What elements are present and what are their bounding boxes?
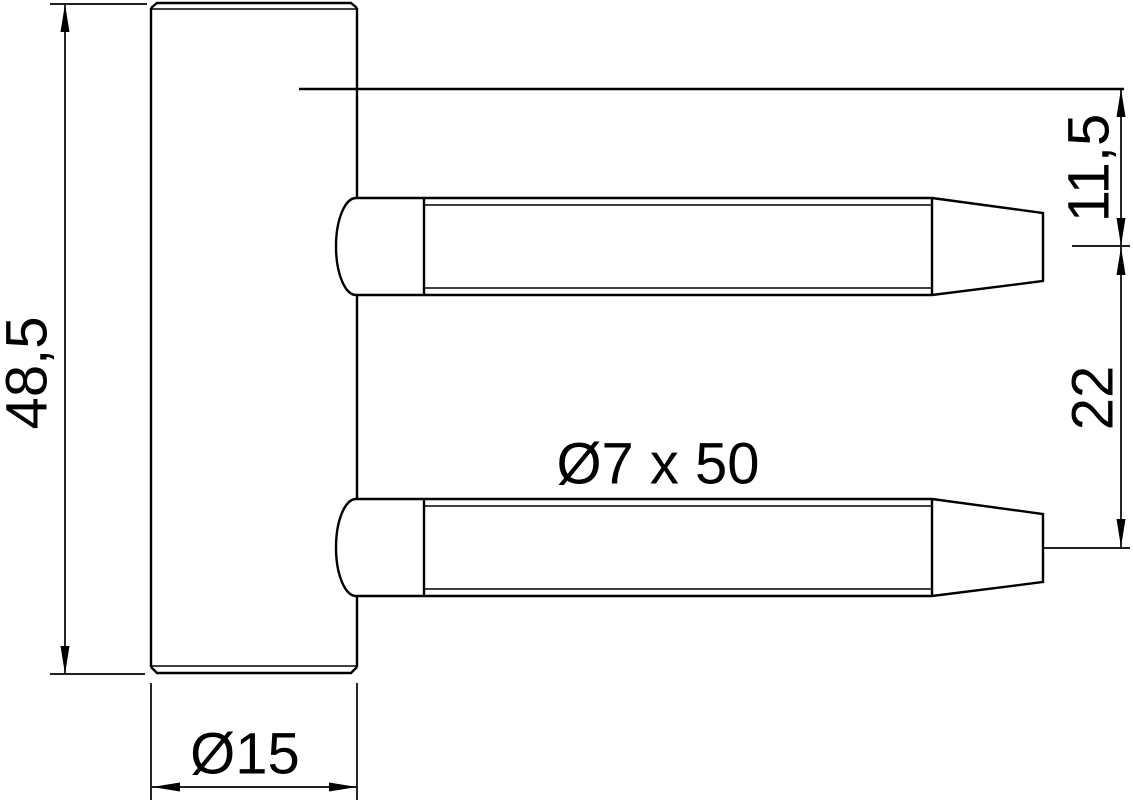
- arrowhead-down-icon: [1116, 519, 1126, 547]
- dim-body-diameter-label: Ø15: [190, 722, 300, 787]
- arrowhead-up-icon: [60, 4, 70, 32]
- arrowhead-down-icon: [1116, 218, 1126, 246]
- dimension-top-offset: 11,5: [1057, 89, 1130, 247]
- dim-top-offset-label: 11,5: [1057, 114, 1122, 223]
- pin-lower-thread-inner-lines: [424, 505, 932, 590]
- pin-upper-dome-cap: [334, 196, 357, 297]
- pin-lower-dome-cap: [334, 497, 357, 598]
- arrowhead-down-icon: [60, 646, 70, 674]
- pin-upper-thread-inner-lines: [424, 204, 932, 289]
- arrowhead-up-icon: [1116, 89, 1126, 117]
- pin-lower-taper-tip: [931, 497, 1045, 598]
- pin-spec-label: Ø7 x 50: [556, 432, 759, 497]
- dimension-body-diameter: Ø15: [150, 683, 358, 800]
- pin-upper-outline: [334, 196, 1045, 297]
- pin-upper-taper-tip: [931, 196, 1045, 297]
- dimension-overall-height: 48,5: [0, 3, 147, 675]
- arrowhead-left-icon: [152, 782, 180, 792]
- arrowhead-up-icon: [1116, 247, 1126, 275]
- hinge-body-outline: [149, 1, 359, 675]
- pin-lower-outline: [334, 497, 1045, 598]
- body-bottom-face: [150, 666, 358, 675]
- arrowhead-right-icon: [329, 782, 357, 792]
- body-top-face: [150, 1, 358, 9]
- dim-pin-spacing-label: 22: [1061, 366, 1126, 431]
- dimension-pin-spacing: 22: [1044, 247, 1130, 549]
- dim-overall-height-label: 48,5: [0, 317, 60, 430]
